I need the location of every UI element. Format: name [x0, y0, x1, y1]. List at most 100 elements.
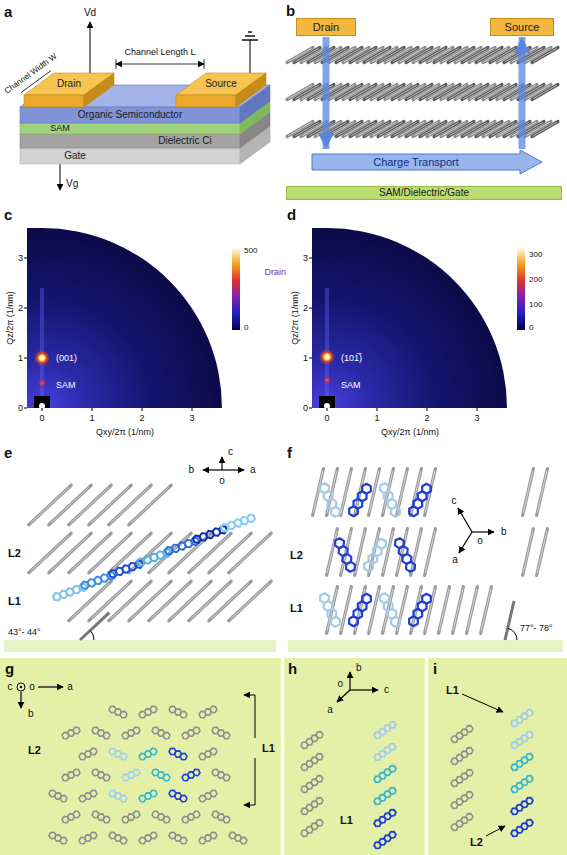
drain-electrode: Drain	[24, 73, 114, 107]
molecule-highlight	[111, 583, 149, 619]
molecule-edge-on	[537, 529, 548, 576]
molecule-ring	[90, 748, 97, 754]
molecule-ring	[362, 484, 371, 494]
molecule-highlight	[211, 535, 249, 571]
connector	[323, 37, 330, 149]
colorbar-tick: 0	[529, 324, 533, 332]
molecule-highlight	[537, 471, 547, 513]
axis-letter: c	[8, 682, 13, 692]
axis-arrow	[349, 672, 350, 690]
molecule-ring	[526, 732, 533, 738]
ground-symbol	[245, 35, 255, 36]
detector-area	[312, 228, 507, 408]
molecule-highlight	[211, 583, 249, 619]
molecule-edge-on	[341, 587, 352, 634]
leader-arrow	[486, 826, 505, 836]
molecule-highlight	[383, 531, 393, 573]
molecule-highlight	[71, 583, 109, 619]
tick-label: 2	[303, 304, 308, 313]
molecule-edge-on	[109, 485, 151, 525]
axis-tick	[192, 408, 193, 411]
molecule-highlight	[31, 487, 69, 523]
axis-letter: b	[356, 663, 362, 673]
molecule-edge-on	[209, 581, 251, 621]
molecule-highlight	[231, 583, 269, 619]
axis-tick	[42, 408, 43, 411]
dimension-line	[116, 64, 204, 65]
slab-top	[20, 126, 270, 148]
molecule-highlight	[481, 589, 491, 631]
axis-arrow	[337, 690, 350, 702]
molecule-ring	[320, 593, 329, 603]
axis-tick	[92, 408, 93, 411]
peak-label: (001)	[56, 354, 77, 363]
molecule-edge-on	[169, 581, 211, 621]
layer-label: L2	[290, 550, 303, 561]
molecule-highlight	[327, 531, 337, 573]
source-electrode: Source	[176, 73, 266, 107]
connector	[519, 37, 526, 149]
molecule-ring	[73, 811, 80, 817]
layer-bracket	[244, 805, 255, 806]
panel-letter: g	[5, 661, 14, 676]
molecule-edge-on	[29, 533, 71, 573]
scattering-map	[24, 228, 240, 411]
molecule-highlight	[533, 122, 556, 136]
slab-top	[20, 112, 270, 134]
packing-side-view	[4, 457, 276, 652]
molecule-edge-on	[383, 529, 394, 576]
molecule-highlight	[533, 85, 556, 99]
molecule-ring	[150, 748, 157, 754]
voltage-lead	[60, 164, 61, 190]
tick-label: 1	[374, 414, 379, 423]
dimension-label: Channel Width W	[3, 52, 58, 95]
axis-tick	[377, 408, 378, 411]
molecule-edge-on	[169, 533, 211, 573]
angle-label: 77°- 78°	[520, 624, 553, 633]
molecule-edge-on	[523, 469, 534, 516]
molecule-highlight	[533, 48, 556, 62]
specular-streak	[325, 288, 329, 408]
node-label: Drain	[313, 22, 339, 33]
molecule-highlight	[369, 531, 379, 573]
axis-arrow	[38, 686, 63, 687]
layer-label: L1	[340, 815, 353, 826]
panel-letter: c	[4, 207, 12, 222]
tick-label: 1	[18, 354, 23, 363]
axis-tick	[477, 408, 478, 411]
axis-letter: a	[67, 682, 73, 692]
molecule-edge-on	[129, 485, 171, 525]
box-shape	[287, 187, 562, 200]
slab-side	[240, 126, 270, 164]
molecule-edge-on	[369, 529, 380, 576]
dimension-tick	[116, 59, 117, 69]
molecule-ring	[60, 837, 67, 843]
molecule-highlight	[439, 589, 449, 631]
molecule-highlight	[171, 583, 209, 619]
molecule-edge-on	[189, 581, 231, 621]
layer-label: L2	[8, 548, 21, 559]
molecule-ring	[103, 732, 110, 738]
molecule-edge-on	[467, 587, 478, 634]
layer-label: L1	[446, 685, 459, 696]
colorbar-tick: 100	[529, 301, 542, 309]
axis-title: Qz/2π (1/nm)	[291, 291, 300, 345]
axis-letter: b	[28, 709, 34, 719]
angle-label: 43°- 44°	[8, 628, 41, 637]
molecule-highlight	[191, 583, 229, 619]
molecule-ring	[163, 732, 170, 738]
colorbar-tick: 300	[529, 251, 542, 259]
molecule-highlight	[31, 535, 69, 571]
molecule-edge-on	[425, 529, 436, 576]
molecule-edge-on	[532, 122, 558, 137]
molecule-ring	[316, 754, 323, 760]
molecule-edge-on	[229, 581, 271, 621]
node-label: Gate	[64, 151, 86, 161]
molecule-highlight	[397, 471, 407, 513]
molecule-highlight	[231, 535, 269, 571]
tick-label: 0	[18, 404, 23, 413]
panel-letter: d	[287, 207, 296, 222]
axis-tick	[24, 358, 27, 359]
axis-arrow	[350, 689, 378, 690]
